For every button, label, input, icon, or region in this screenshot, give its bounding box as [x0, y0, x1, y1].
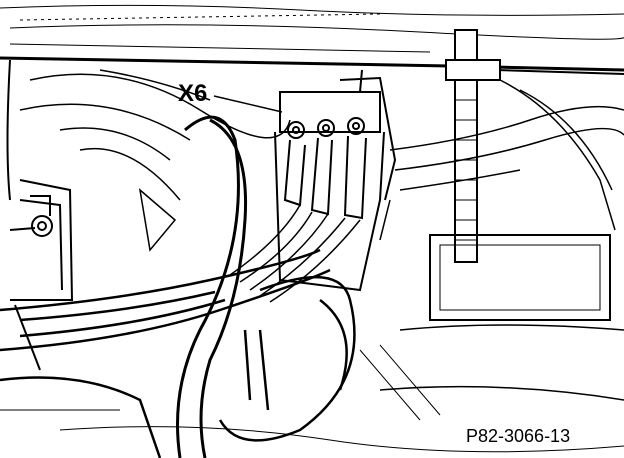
connector-wires [230, 205, 360, 302]
rubber-boot [220, 277, 354, 440]
body-panel [0, 5, 624, 74]
left-bracket [8, 60, 73, 300]
callout-leader [214, 96, 282, 112]
floor-detail [0, 345, 624, 452]
connector-label: X6 [178, 80, 208, 107]
cable-tie [446, 30, 500, 262]
main-harness [0, 250, 330, 458]
figure-reference-code: P82-3066-13 [466, 426, 571, 446]
connector-x6 [275, 70, 395, 290]
vertical-hose [178, 117, 246, 458]
right-harness [380, 80, 624, 400]
